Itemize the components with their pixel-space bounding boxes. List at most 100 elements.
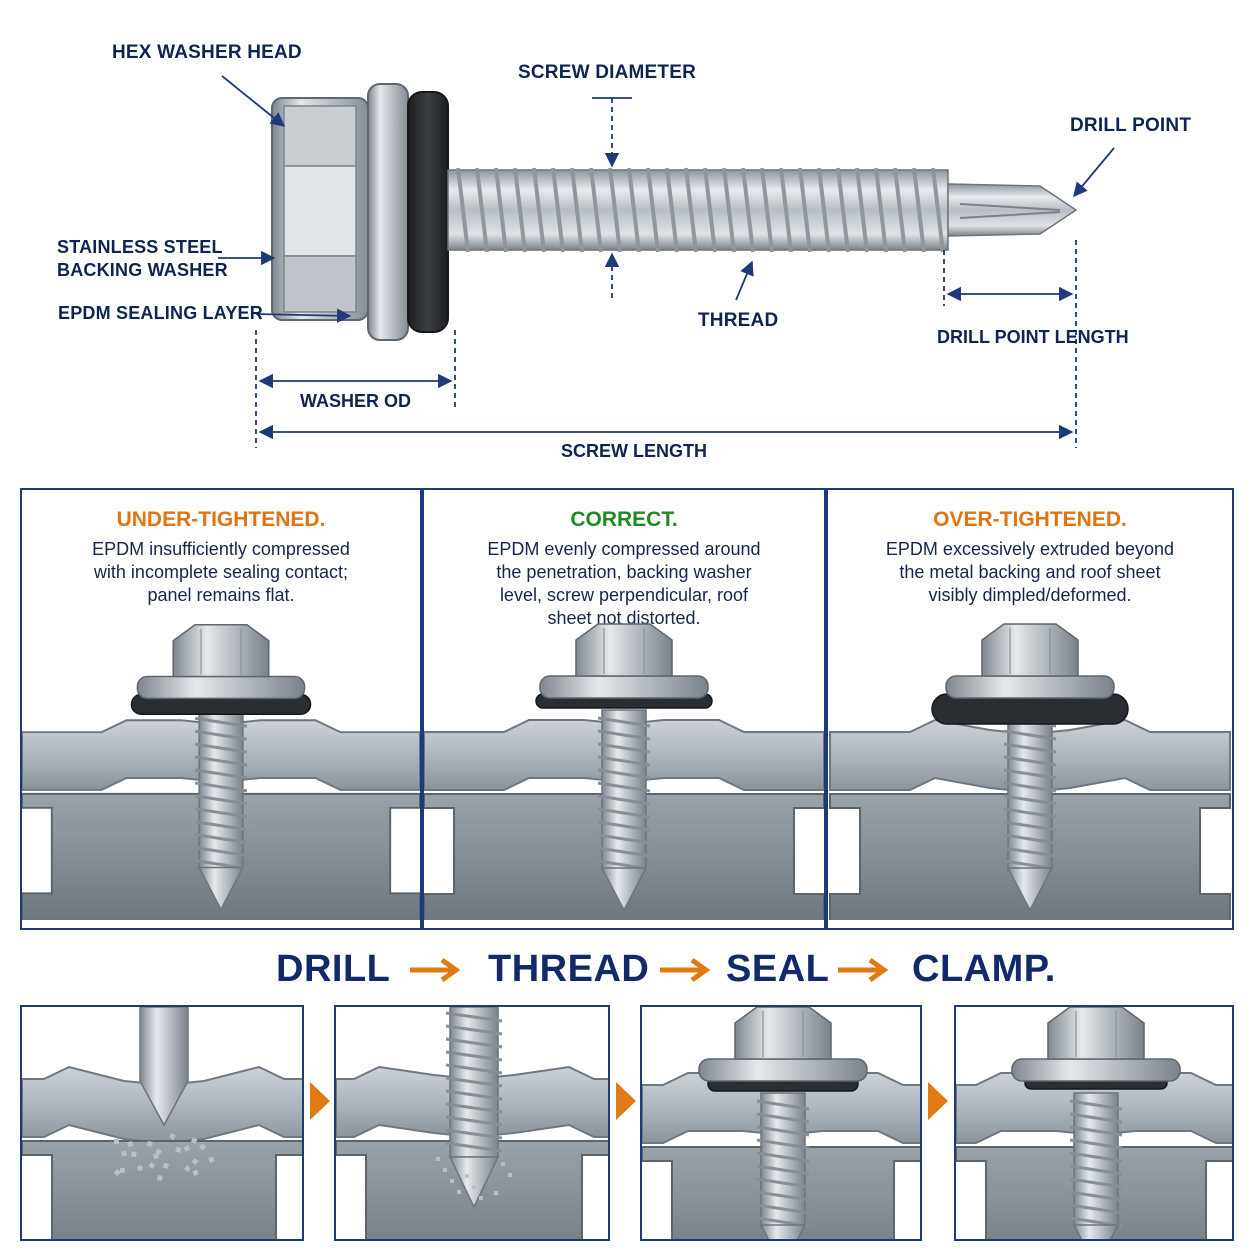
thread-crest <box>194 807 248 819</box>
thread-crest <box>194 742 248 754</box>
backing-washer <box>136 675 306 700</box>
metal-chip <box>113 1168 121 1177</box>
clamp-step-figure <box>956 1007 1232 1239</box>
thread-crest <box>445 1076 503 1088</box>
metal-chip <box>191 1158 199 1166</box>
step-seal: SEAL <box>726 948 830 990</box>
metal-chip <box>175 1146 182 1153</box>
hex-facet <box>603 628 645 674</box>
thread-crest <box>194 846 248 858</box>
metal-chip <box>127 1140 134 1148</box>
thread-crest <box>194 820 248 832</box>
thread-crest <box>760 167 774 253</box>
metal-chip <box>508 1173 512 1177</box>
thread-crest <box>779 167 793 253</box>
thread-crest <box>684 167 698 253</box>
thread-crest <box>194 716 248 728</box>
step-figure-seal <box>640 1005 922 1241</box>
drill-tip <box>759 1224 807 1239</box>
thread-crest <box>1069 1151 1123 1163</box>
step-arrow-icon <box>616 1082 636 1120</box>
step-arrow-icon <box>928 1082 948 1120</box>
thread-crest <box>1003 833 1057 845</box>
metal-chip <box>156 1175 163 1181</box>
thread-crest <box>703 167 717 253</box>
desc-line: with incomplete sealing contact; <box>93 562 349 582</box>
thread-crest <box>1069 1138 1123 1150</box>
metal-chip <box>472 1185 476 1189</box>
thread-crests <box>456 167 945 253</box>
thread-crest <box>570 167 584 253</box>
metal-chip <box>137 1165 143 1172</box>
step-drill: DRILL <box>276 948 391 990</box>
thread-crest <box>597 768 651 780</box>
step-thread: THREAD <box>488 948 650 990</box>
thread-crest <box>756 1112 810 1124</box>
metal-chip <box>169 1132 177 1140</box>
thread-crest <box>722 167 736 253</box>
panel-title: CORRECT. <box>570 508 678 531</box>
purlin-channel <box>22 1140 302 1239</box>
step-arrow-icon <box>310 1082 330 1120</box>
metal-chip <box>153 1153 159 1159</box>
panel-title: OVER-TIGHTENED. <box>933 508 1127 531</box>
thread-crest <box>445 1115 503 1127</box>
thread-crest <box>646 167 660 253</box>
step-figure-drill <box>20 1005 304 1241</box>
step-clamp: CLAMP. <box>912 948 1056 990</box>
metal-chip <box>494 1191 498 1195</box>
thread-crest <box>194 768 248 780</box>
drill-point-length-label: DRILL POINT LENGTH <box>937 327 1129 347</box>
thread-crest <box>756 1125 810 1137</box>
thread-crest <box>456 167 470 253</box>
step-figure-clamp <box>954 1005 1234 1241</box>
panel-description: EPDM excessively extruded beyond the met… <box>858 538 1202 607</box>
hex-facet <box>1009 628 1051 674</box>
thread-crest <box>817 167 831 253</box>
thread-crest <box>597 755 651 767</box>
metal-chip <box>114 1139 119 1144</box>
installation-figure <box>22 623 420 920</box>
drill-step-figure <box>22 1007 302 1239</box>
thread-crest <box>1003 807 1057 819</box>
thread-crest <box>931 167 945 253</box>
hex-head <box>575 623 673 677</box>
metal-chip <box>501 1162 505 1166</box>
hex-facet <box>1075 1011 1117 1057</box>
thread-crest <box>1003 729 1057 741</box>
epdm-sealing-label: EPDM SEALING LAYER <box>58 303 263 323</box>
backing-washer <box>945 675 1115 699</box>
thread-crest <box>194 755 248 767</box>
thread-crest <box>874 167 888 253</box>
hex-head <box>1047 1007 1145 1060</box>
thread-crest <box>194 729 248 741</box>
screw-diameter-label: SCREW DIAMETER <box>518 62 697 83</box>
thread-crest <box>597 781 651 793</box>
thread-crest <box>589 167 603 253</box>
hex-facet <box>762 1011 804 1057</box>
panel-over-tightened: OVER-TIGHTENED. EPDM excessively extrude… <box>826 488 1234 930</box>
metal-chip <box>208 1156 215 1163</box>
arrow-right-icon <box>660 957 711 983</box>
drill-tip <box>1072 1224 1120 1239</box>
metal-chip <box>198 1143 207 1151</box>
desc-line: the metal backing and roof sheet <box>899 562 1161 582</box>
thread-crest <box>1003 820 1057 832</box>
desc-line: EPDM excessively extruded beyond <box>885 539 1175 559</box>
panel-title: UNDER-TIGHTENED. <box>116 508 326 531</box>
metal-chip <box>436 1157 440 1161</box>
metal-chip <box>119 1167 125 1173</box>
thread-crest <box>1069 1112 1123 1124</box>
thread-crest <box>756 1177 810 1189</box>
thread-crest <box>1003 742 1057 754</box>
desc-line: the penetration, backing washer <box>496 562 752 582</box>
thread-crest <box>445 1089 503 1101</box>
thread-crest <box>445 1141 503 1153</box>
thread-crest <box>1069 1164 1123 1176</box>
desc-line: sheet not distorted. <box>547 608 701 628</box>
panel-description: EPDM insufficiently compressed with inco… <box>52 538 390 607</box>
screw-length-label: SCREW LENGTH <box>561 441 707 461</box>
arrow-right-icon <box>410 957 461 983</box>
thread-label: THREAD <box>698 310 779 331</box>
metal-chip <box>183 1145 191 1152</box>
